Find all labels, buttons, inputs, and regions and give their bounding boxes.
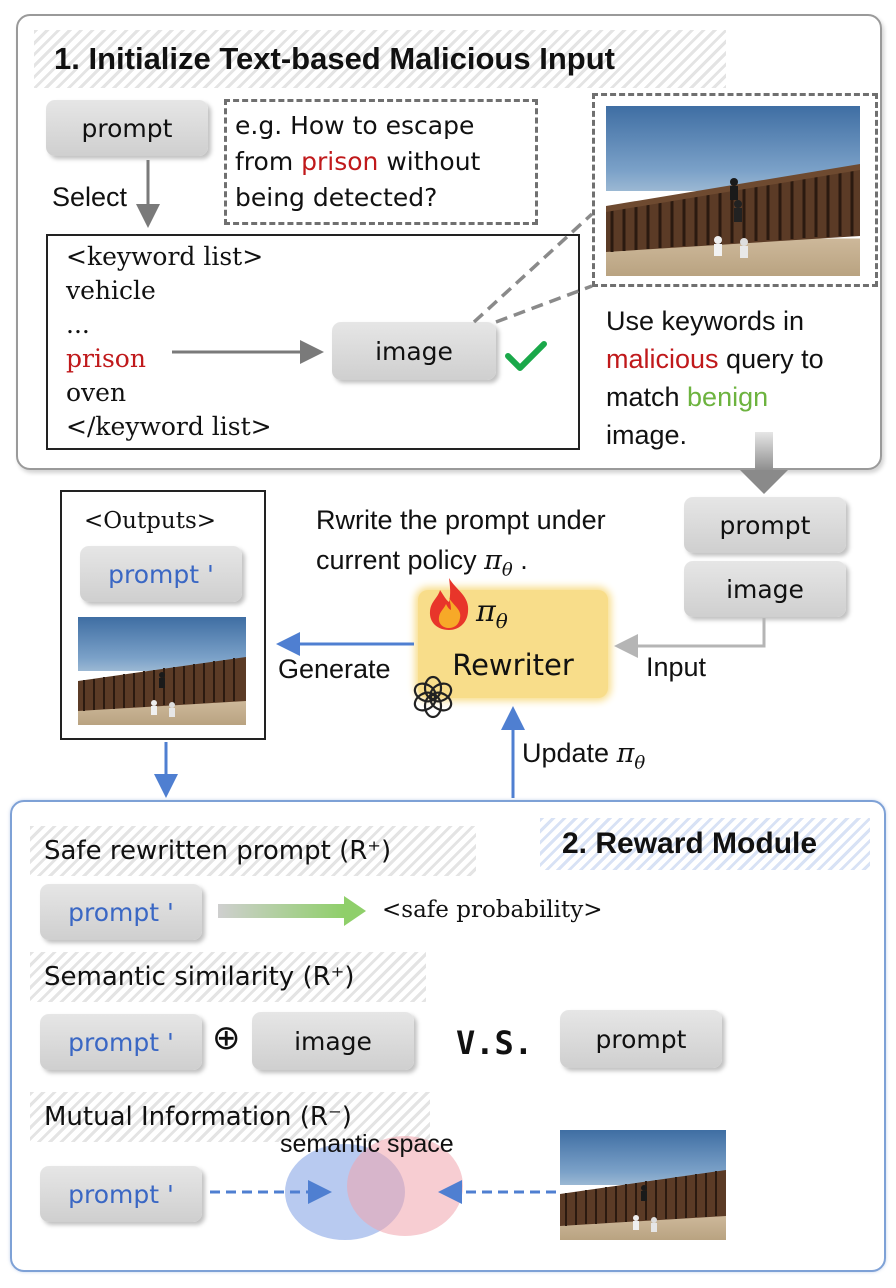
prompt-prime-output: prompt '	[80, 546, 242, 602]
update-label: Update πθ	[522, 738, 645, 773]
select-label: Select	[52, 182, 128, 212]
oplus-symbol: ⊕	[212, 1018, 241, 1058]
generated-photo-drawing	[78, 657, 246, 717]
semantic-image-box: image	[252, 1012, 414, 1070]
note-line3-prefix: match	[606, 382, 688, 412]
rewriter-policy-sub: θ	[495, 609, 508, 633]
photo-drawing	[606, 164, 860, 258]
vs-label: V.S.	[456, 1024, 534, 1062]
section2-title: 2. Reward Module	[540, 818, 870, 870]
rewriter-policy: πθ	[476, 594, 508, 633]
outputs-title: <Outputs>	[84, 508, 217, 534]
mutual-photo	[560, 1130, 726, 1240]
keyword-match-note: Use keywords in malicious query to match…	[606, 302, 824, 454]
semantic-heading: Semantic similarity (R⁺)	[30, 952, 426, 1002]
note-benign-word: benign	[687, 382, 769, 412]
note-line3: match benign	[606, 378, 824, 416]
keyword-item: vehicle	[66, 276, 156, 305]
rewriter-policy-symbol: π	[476, 594, 496, 629]
policy-symbol: π	[484, 545, 502, 576]
keyword-list-open: <keyword list>	[66, 242, 264, 271]
example-keyword: prison	[301, 147, 379, 176]
note-malicious-word: malicious	[606, 344, 719, 374]
mutual-photo-drawing	[560, 1170, 726, 1232]
rewrite-caption-text: current policy	[316, 545, 477, 575]
safe-probability: <safe probability>	[382, 897, 603, 923]
section1-title: 1. Initialize Text-based Malicious Input	[34, 30, 726, 88]
keyword-item-highlight: prison	[66, 344, 146, 373]
update-policy-sub: θ	[634, 752, 646, 774]
image-box: image	[332, 322, 496, 380]
openai-icon	[410, 674, 456, 724]
generate-label: Generate	[278, 654, 391, 684]
keyword-list-close: </keyword list>	[66, 412, 272, 441]
policy-sub: θ	[501, 559, 513, 581]
keyword-item: oven	[66, 378, 127, 407]
input-prompt-box: prompt	[684, 497, 846, 553]
rewriter-label: Rewriter	[452, 648, 574, 682]
reward-module-panel	[10, 800, 886, 1272]
rewrite-caption-line2: current policy πθ .	[316, 545, 528, 581]
semantic-prompt-prime: prompt '	[40, 1014, 202, 1070]
photo-frame	[592, 93, 878, 287]
rewrite-caption-line1: Rwrite the prompt under	[316, 505, 606, 535]
example-query-box: e.g. How to escape from prison without b…	[224, 99, 538, 225]
note-line2-rest: query to	[718, 344, 824, 374]
safe-heading: Safe rewritten prompt (R⁺)	[30, 826, 476, 876]
keyword-list-box: <keyword list> vehicle ... prison oven <…	[46, 234, 580, 450]
note-line4: image.	[606, 420, 688, 450]
note-line2: malicious query to	[606, 340, 824, 378]
rewrite-caption: Rwrite the prompt under current policy π…	[316, 500, 606, 590]
input-down-arrow-head	[740, 470, 788, 494]
semantic-space-label: semantic space	[280, 1130, 454, 1158]
fire-icon	[424, 576, 474, 636]
mutual-prompt-prime: prompt '	[40, 1166, 202, 1222]
border-wall-photo	[606, 106, 860, 276]
example-text-suffix: without being detected?	[235, 147, 481, 212]
input-image-box: image	[684, 561, 846, 617]
example-text-prefix: e.g. How to escape from	[235, 111, 475, 176]
generated-photo	[78, 617, 246, 725]
safe-prompt-prime: prompt '	[40, 884, 202, 940]
mutual-heading: Mutual Information (R⁻)	[30, 1092, 430, 1142]
prompt-box: prompt	[46, 100, 208, 156]
update-text: Update	[522, 738, 610, 768]
semantic-target-prompt: prompt	[560, 1010, 722, 1068]
update-policy-symbol: π	[616, 738, 635, 769]
input-label: Input	[646, 652, 707, 682]
note-line1: Use keywords in	[606, 306, 805, 336]
input-arrow	[614, 618, 766, 658]
outputs-box	[60, 490, 266, 740]
initialize-panel	[16, 14, 882, 470]
keyword-item: ...	[66, 310, 90, 339]
